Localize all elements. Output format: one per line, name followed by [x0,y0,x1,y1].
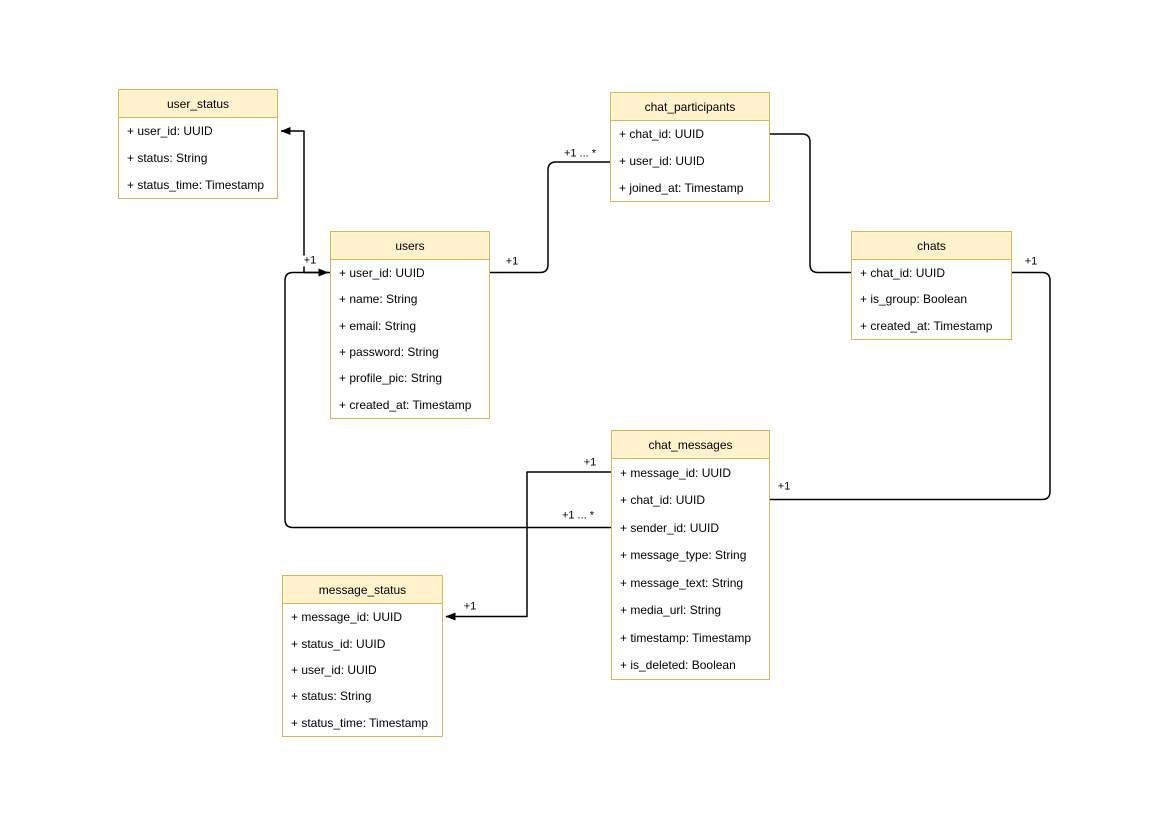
entity-field: + is_deleted: Boolean [620,658,736,673]
entity-field: + password: String [339,345,439,360]
cardinality-label: +1 [462,600,478,613]
entity-field-list: + chat_id: UUID + user_id: UUID + joined… [611,121,769,201]
entity-field: + message_id: UUID [291,610,403,625]
edge-users-to-user-status[interactable] [280,127,330,274]
cardinality-label: +1 [582,456,598,469]
entity-users[interactable]: users + user_id: UUID + name: String + e… [330,231,490,419]
entity-field: + media_url: String [620,603,722,618]
entity-title: user_status [119,90,277,118]
entity-title: message_status [283,576,442,604]
entity-field: + name: String [339,292,418,307]
cardinality-label: +1 [504,255,520,268]
entity-field-list: + user_id: UUID + name: String + email: … [331,260,489,418]
entity-field: + chat_id: UUID [620,493,706,508]
entity-field: + email: String [339,318,417,333]
entity-field-list: + user_id: UUID + status: String + statu… [119,118,277,198]
entity-message-status[interactable]: message_status + message_id: UUID + stat… [282,575,443,737]
entity-field: + chat_id: UUID [619,127,705,142]
entity-field: + message_type: String [620,548,747,563]
cardinality-label: +1 [776,480,792,493]
entity-field-list: + chat_id: UUID + is_group: Boolean + cr… [852,260,1011,339]
entity-field: + timestamp: Timestamp [620,630,752,645]
entity-title: chat_participants [611,93,769,121]
entity-field: + is_group: Boolean [860,292,968,307]
entity-field: + chat_id: UUID [860,266,946,281]
cardinality-label: +1 [1023,255,1039,268]
entity-field: + sender_id: UUID [620,520,720,535]
cardinality-label: +1 [302,254,318,267]
entity-field-list: + message_id: UUID + chat_id: UUID + sen… [612,459,769,679]
entity-field: + joined_at: Timestamp [619,180,744,195]
entity-user-status[interactable]: user_status + user_id: UUID + status: St… [118,89,278,199]
edge-chat-messages-to-message-status[interactable] [445,471,611,621]
entity-field: + status_time: Timestamp [127,177,265,192]
entity-field: + status: String [127,151,208,165]
entity-field: + created_at: Timestamp [860,318,993,333]
entity-field-list: + message_id: UUID + status_id: UUID + u… [283,604,442,736]
entity-field: + status_time: Timestamp [291,715,429,730]
entity-chats[interactable]: chats + chat_id: UUID + is_group: Boolea… [851,231,1012,340]
entity-field: + profile_pic: String [339,371,443,386]
entity-field: + user_id: UUID [619,154,705,168]
cardinality-label: +1 ... * [562,147,598,160]
entity-field: + created_at: Timestamp [339,397,472,412]
entity-title: chat_messages [612,431,769,459]
entity-field: + status_id: UUID [291,636,386,651]
entity-field: + user_id: UUID [339,266,425,281]
entity-field: + message_text: String [620,575,744,590]
entity-chat-messages[interactable]: chat_messages + message_id: UUID + chat_… [611,430,770,680]
entity-title: users [331,232,489,260]
entity-title: chats [852,232,1011,260]
entity-field: + status: String [291,689,372,704]
cardinality-label: +1 ... * [560,509,596,522]
edge-chat-participants-to-chats[interactable] [770,133,851,274]
entity-field: + user_id: UUID [127,124,213,139]
entity-chat-participants[interactable]: chat_participants + chat_id: UUID + user… [610,92,770,202]
entity-field: + user_id: UUID [291,663,377,678]
entity-field: + message_id: UUID [620,465,732,480]
